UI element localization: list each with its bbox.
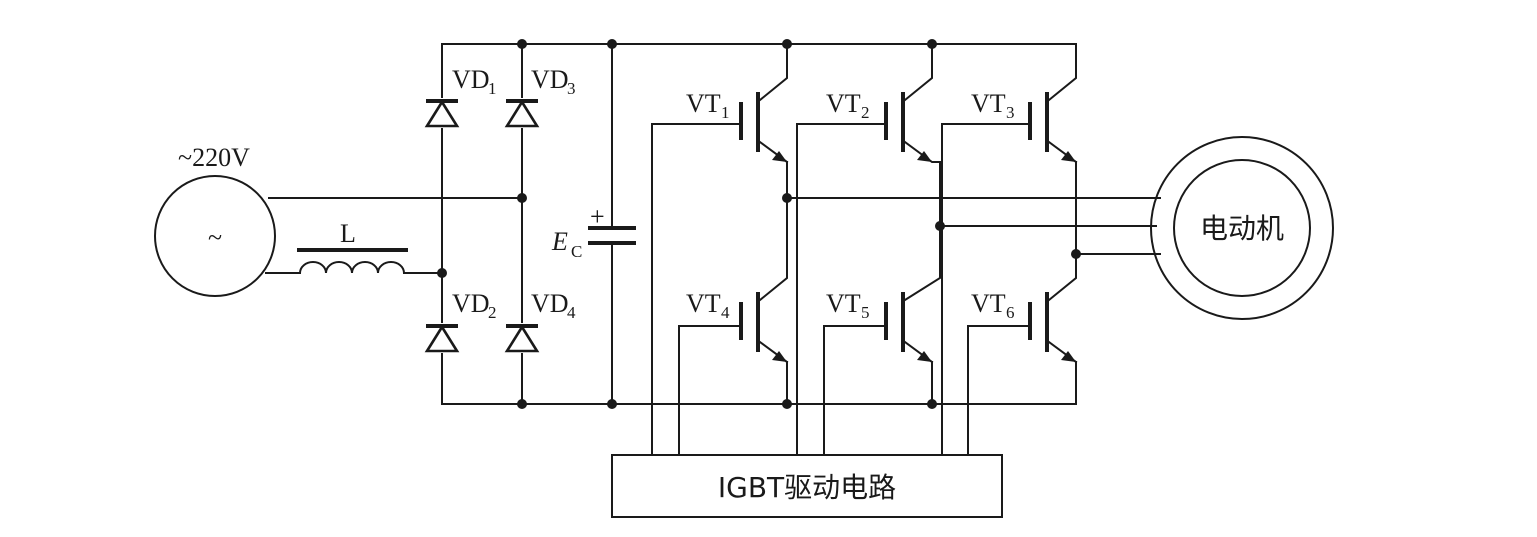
gate-wire-vt1 xyxy=(651,123,742,456)
igbt-label-name: VT xyxy=(826,289,861,318)
igbt-label-sub: 1 xyxy=(721,103,730,122)
igbt-label-sub: 2 xyxy=(861,103,870,122)
igbt-vt3 xyxy=(1028,92,1078,164)
igbt-label-vt5: VT 5 xyxy=(826,289,870,322)
igbt-arrow-icon xyxy=(1061,351,1076,362)
diode-vd1 xyxy=(424,98,460,128)
motor-outer-circle xyxy=(1150,136,1334,320)
ac-source-symbol: ~ xyxy=(208,223,222,252)
igbt-label-name: VT xyxy=(826,89,861,118)
inductor-coil-icon xyxy=(298,261,406,275)
leg1-upper-collector xyxy=(758,43,788,102)
junction-dot xyxy=(437,268,447,278)
igbt-label-name: VT xyxy=(971,89,1006,118)
capacitor-label-name: E xyxy=(551,227,568,256)
junction-dot xyxy=(782,399,792,409)
igbt-label-sub: 6 xyxy=(1006,303,1015,322)
diode-label-sub: 4 xyxy=(567,303,576,322)
diode-triangle xyxy=(504,99,540,128)
igbt-vt5 xyxy=(884,292,934,364)
gate-wire-vt4 xyxy=(678,325,742,456)
junction-dot xyxy=(927,399,937,409)
diode-label-vd4: VD 4 xyxy=(531,289,576,322)
gate-wire-vt2 xyxy=(796,123,887,456)
motor-inner-circle xyxy=(1173,159,1311,297)
igbt-vt2 xyxy=(884,92,941,163)
junction-dot xyxy=(517,39,527,49)
igbt-label-sub: 3 xyxy=(1006,103,1015,122)
diode-label-vd1: VD 1 xyxy=(452,65,497,98)
igbt-arrow-icon xyxy=(772,151,787,162)
igbt-vt1 xyxy=(739,92,789,164)
ac-source: ~ xyxy=(154,175,276,297)
driver-box xyxy=(611,454,1003,518)
igbt-vt4 xyxy=(739,292,789,364)
igbt-label-sub: 4 xyxy=(721,303,730,322)
motor-label: 电动机 xyxy=(1200,212,1284,245)
igbt-arrow-icon xyxy=(772,351,787,362)
diode-label-sub: 3 xyxy=(567,79,576,98)
diode-label-sub: 1 xyxy=(488,79,497,98)
igbt-arrow-icon xyxy=(1061,151,1076,162)
gate-wire-vt6 xyxy=(967,325,1031,456)
igbt-label-name: VT xyxy=(971,289,1006,318)
ac-source-circle xyxy=(154,175,276,297)
igbt-label-vt1: VT 1 xyxy=(686,89,730,122)
diode-vd4 xyxy=(504,323,540,353)
diode-vd2 xyxy=(424,323,460,353)
diode-triangle xyxy=(424,324,460,353)
junction-dot xyxy=(607,399,617,409)
junction-dot xyxy=(607,39,617,49)
junction-dot xyxy=(927,39,937,49)
junction-dot xyxy=(935,221,945,231)
inductor-label: L xyxy=(340,219,356,248)
leg1-mid xyxy=(758,161,788,302)
igbt-label-vt6: VT 6 xyxy=(971,289,1015,322)
gate-wire-vt5 xyxy=(823,325,887,456)
junction-dot xyxy=(1071,249,1081,259)
diode-label-name: VD xyxy=(452,289,490,318)
igbt-arrow-icon xyxy=(917,151,932,162)
driver-label: IGBT驱动电路 xyxy=(718,471,896,504)
diode-label-vd3: VD 3 xyxy=(531,65,576,98)
diode-label-name: VD xyxy=(531,289,569,318)
motor: 电动机 xyxy=(1150,136,1334,320)
igbt-label-name: VT xyxy=(686,89,721,118)
gate-wire-vt3 xyxy=(941,123,1031,456)
filter-capacitor: + E C xyxy=(551,43,636,405)
leg2-upper-collector xyxy=(903,43,933,102)
igbt-label-vt3: VT 3 xyxy=(971,89,1015,122)
capacitor-plus-sign: + xyxy=(590,202,605,231)
junction-dot xyxy=(517,193,527,203)
igbt-arrow-icon xyxy=(917,351,932,362)
igbt-vt6 xyxy=(1028,292,1078,364)
junction-dot xyxy=(517,399,527,409)
diode-triangle xyxy=(504,324,540,353)
igbt-label-sub: 5 xyxy=(861,303,870,322)
junction-dot xyxy=(782,39,792,49)
inductor: L xyxy=(297,219,408,275)
diode-label-name: VD xyxy=(452,65,490,94)
junction-dots xyxy=(437,39,1081,409)
leg2-mid xyxy=(903,161,941,302)
igbt-label-name: VT xyxy=(686,289,721,318)
igbt-label-vt4: VT 4 xyxy=(686,289,730,322)
leg3-upper-collector xyxy=(1047,43,1077,102)
diode-vd3 xyxy=(504,98,540,128)
capacitor-label-sub: C xyxy=(571,242,582,261)
leg3-mid xyxy=(1047,161,1077,302)
igbt-label-vt2: VT 2 xyxy=(826,89,870,122)
diode-label-sub: 2 xyxy=(488,303,497,322)
junction-dot xyxy=(782,193,792,203)
diode-label-name: VD xyxy=(531,65,569,94)
diode-triangle xyxy=(424,99,460,128)
diode-label-vd2: VD 2 xyxy=(452,289,497,322)
source-voltage-label: ~220V xyxy=(178,143,250,172)
igbt-driver-block: IGBT驱动电路 xyxy=(611,454,1003,518)
